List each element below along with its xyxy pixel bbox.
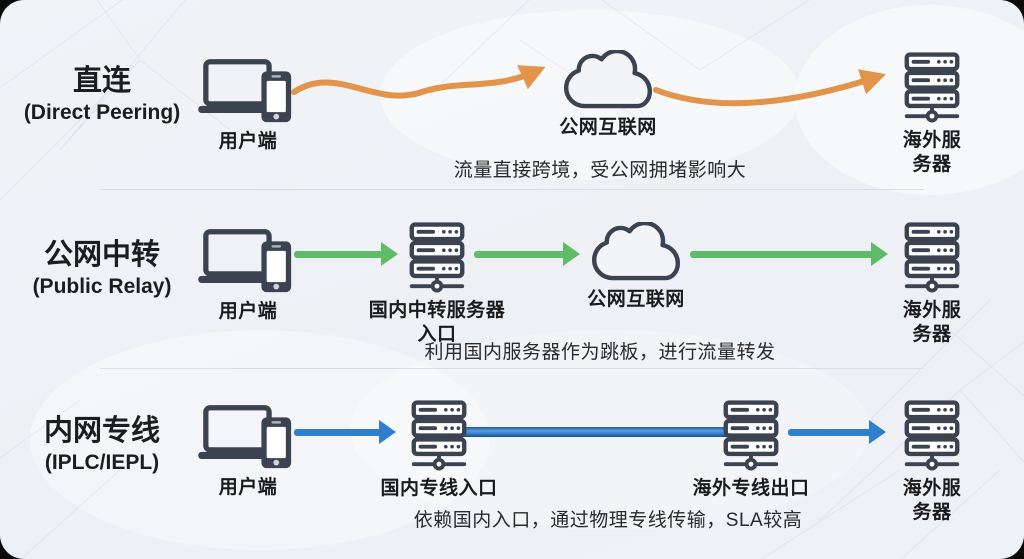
- row-divider: [100, 368, 924, 369]
- node-client-row2: 用户端: [192, 226, 304, 324]
- node-overseas-server-row2: 海外服务器: [896, 222, 968, 347]
- row-title-direct-peering: 直连 (Direct Peering): [2, 64, 202, 126]
- node-label: 海外服务器: [902, 130, 962, 175]
- arrow-shaft: [294, 250, 384, 258]
- arrow-shaft: [474, 250, 566, 258]
- arrow-client-to-domestic-entry: [294, 420, 396, 444]
- row-title-en: (Direct Peering): [23, 100, 181, 124]
- server-rack-icon: [896, 52, 968, 124]
- node-label: 海外专线出口: [692, 478, 810, 499]
- caption-direct-peering: 流量直接跨境，受公网拥堵影响大: [453, 160, 747, 181]
- arrow-shaft: [294, 428, 382, 436]
- server-rack-icon: [362, 222, 512, 294]
- node-domestic-relay-server: 国内中转服务器 入口: [362, 222, 512, 347]
- node-public-internet-row2: 公网互联网: [584, 222, 688, 312]
- laptop-smartphone-icon: [192, 226, 304, 295]
- node-domestic-line-entry: 国内专线入口: [364, 400, 514, 501]
- node-overseas-line-exit: 海外专线出口: [676, 400, 826, 501]
- arrow-shaft: [690, 250, 874, 258]
- arrow-relay-to-internet: [474, 242, 580, 266]
- arrow-internet-to-overseas-server: [690, 242, 888, 266]
- node-label: 公网互联网: [559, 117, 657, 138]
- node-label-line2: 入口: [417, 323, 457, 345]
- cloud-icon: [556, 50, 660, 111]
- cloud-icon: [584, 222, 688, 283]
- node-label: 用户端: [218, 131, 278, 152]
- node-overseas-server-row1: 海外服务器: [896, 52, 968, 177]
- arrow-shaft: [788, 428, 872, 436]
- wavy-arrow-internet-to-overseas-server: [653, 69, 887, 107]
- row-title-zh: 公网中转: [43, 239, 160, 271]
- row-divider: [100, 189, 924, 190]
- arrow-head: [871, 242, 888, 266]
- node-label: 海外服务器: [902, 478, 962, 523]
- server-rack-icon: [676, 400, 826, 472]
- node-label: 公网互联网: [587, 289, 685, 310]
- node-label: 国内中转服务器: [368, 300, 506, 321]
- arrow-client-to-domestic-relay: [294, 242, 398, 266]
- row-title-zh: 内网专线: [43, 415, 160, 447]
- node-client-row3: 用户端: [192, 402, 304, 500]
- node-label: 用户端: [218, 477, 278, 498]
- node-client-row1: 用户端: [192, 56, 304, 154]
- arrow-head: [563, 242, 580, 266]
- row-title-public-relay: 公网中转 (Public Relay): [2, 238, 202, 300]
- arrow-head: [379, 420, 396, 444]
- node-label: 用户端: [218, 301, 278, 322]
- dedicated-line-pipe: [452, 427, 750, 437]
- row-title-en: (IPLC/IEPL): [44, 450, 160, 474]
- arrow-head: [381, 242, 398, 266]
- caption-iplc-iepl: 依赖国内入口，通过物理专线传输，SLA较高: [413, 510, 803, 531]
- server-rack-icon: [896, 222, 968, 294]
- row-title-iplc-iepl: 内网专线 (IPLC/IEPL): [2, 414, 202, 476]
- node-label: 国内专线入口: [380, 478, 498, 499]
- wavy-arrow-client-to-internet: [291, 65, 546, 99]
- node-label: 海外服务器: [902, 300, 962, 345]
- node-public-internet-row1: 公网互联网: [556, 50, 660, 140]
- row-title-en: (Public Relay): [32, 274, 172, 298]
- node-overseas-server-row3: 海外服务器: [896, 400, 968, 525]
- row-title-zh: 直连: [72, 65, 131, 97]
- arrow-exit-to-overseas-server: [788, 420, 886, 444]
- laptop-smartphone-icon: [192, 402, 304, 471]
- laptop-smartphone-icon: [192, 56, 304, 125]
- arrow-head: [869, 420, 886, 444]
- server-rack-icon: [364, 400, 514, 472]
- server-rack-icon: [896, 400, 968, 472]
- caption-public-relay: 利用国内服务器作为跳板，进行流量转发: [424, 342, 776, 363]
